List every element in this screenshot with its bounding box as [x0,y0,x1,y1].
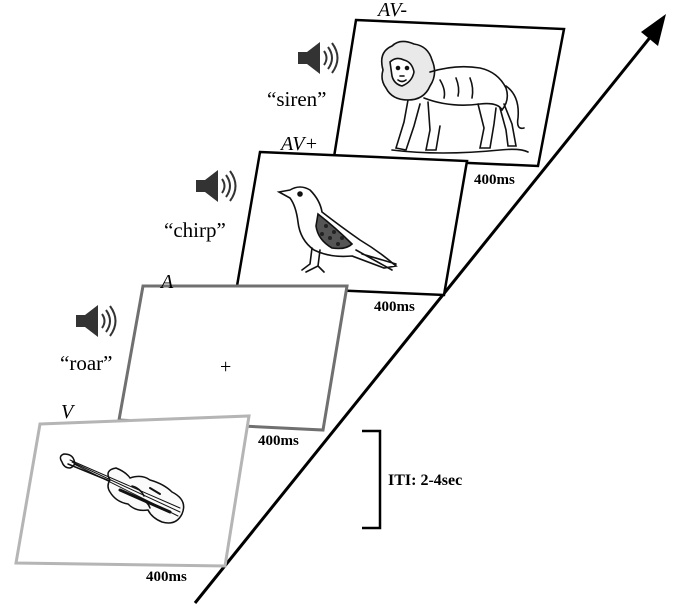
condition-label-a: A [159,271,174,293]
panel-v: V 400ms [16,401,249,585]
duration-label-a: 400ms [258,433,299,449]
duration-label-av-minus: 400ms [474,172,515,188]
speaker-icon [76,305,116,337]
condition-label-av-plus: AV+ [279,133,318,155]
speaker-icon [196,170,236,202]
sound-word-chirp: “chirp” [164,218,226,242]
duration-label-v: 400ms [146,569,187,585]
duration-label-av-plus: 400ms [374,299,415,315]
condition-label-av-minus: AV- [376,0,407,21]
condition-label-v: V [61,401,76,423]
arrow-icon [641,14,666,46]
iti-bracket: ITI: 2-4sec [362,431,462,528]
fixation-cross: + [220,356,231,378]
iti-label: ITI: 2-4sec [388,472,462,489]
speaker-icon [298,42,338,74]
sound-word-roar: “roar” [60,351,112,375]
sound-word-siren: “siren” [267,87,326,111]
